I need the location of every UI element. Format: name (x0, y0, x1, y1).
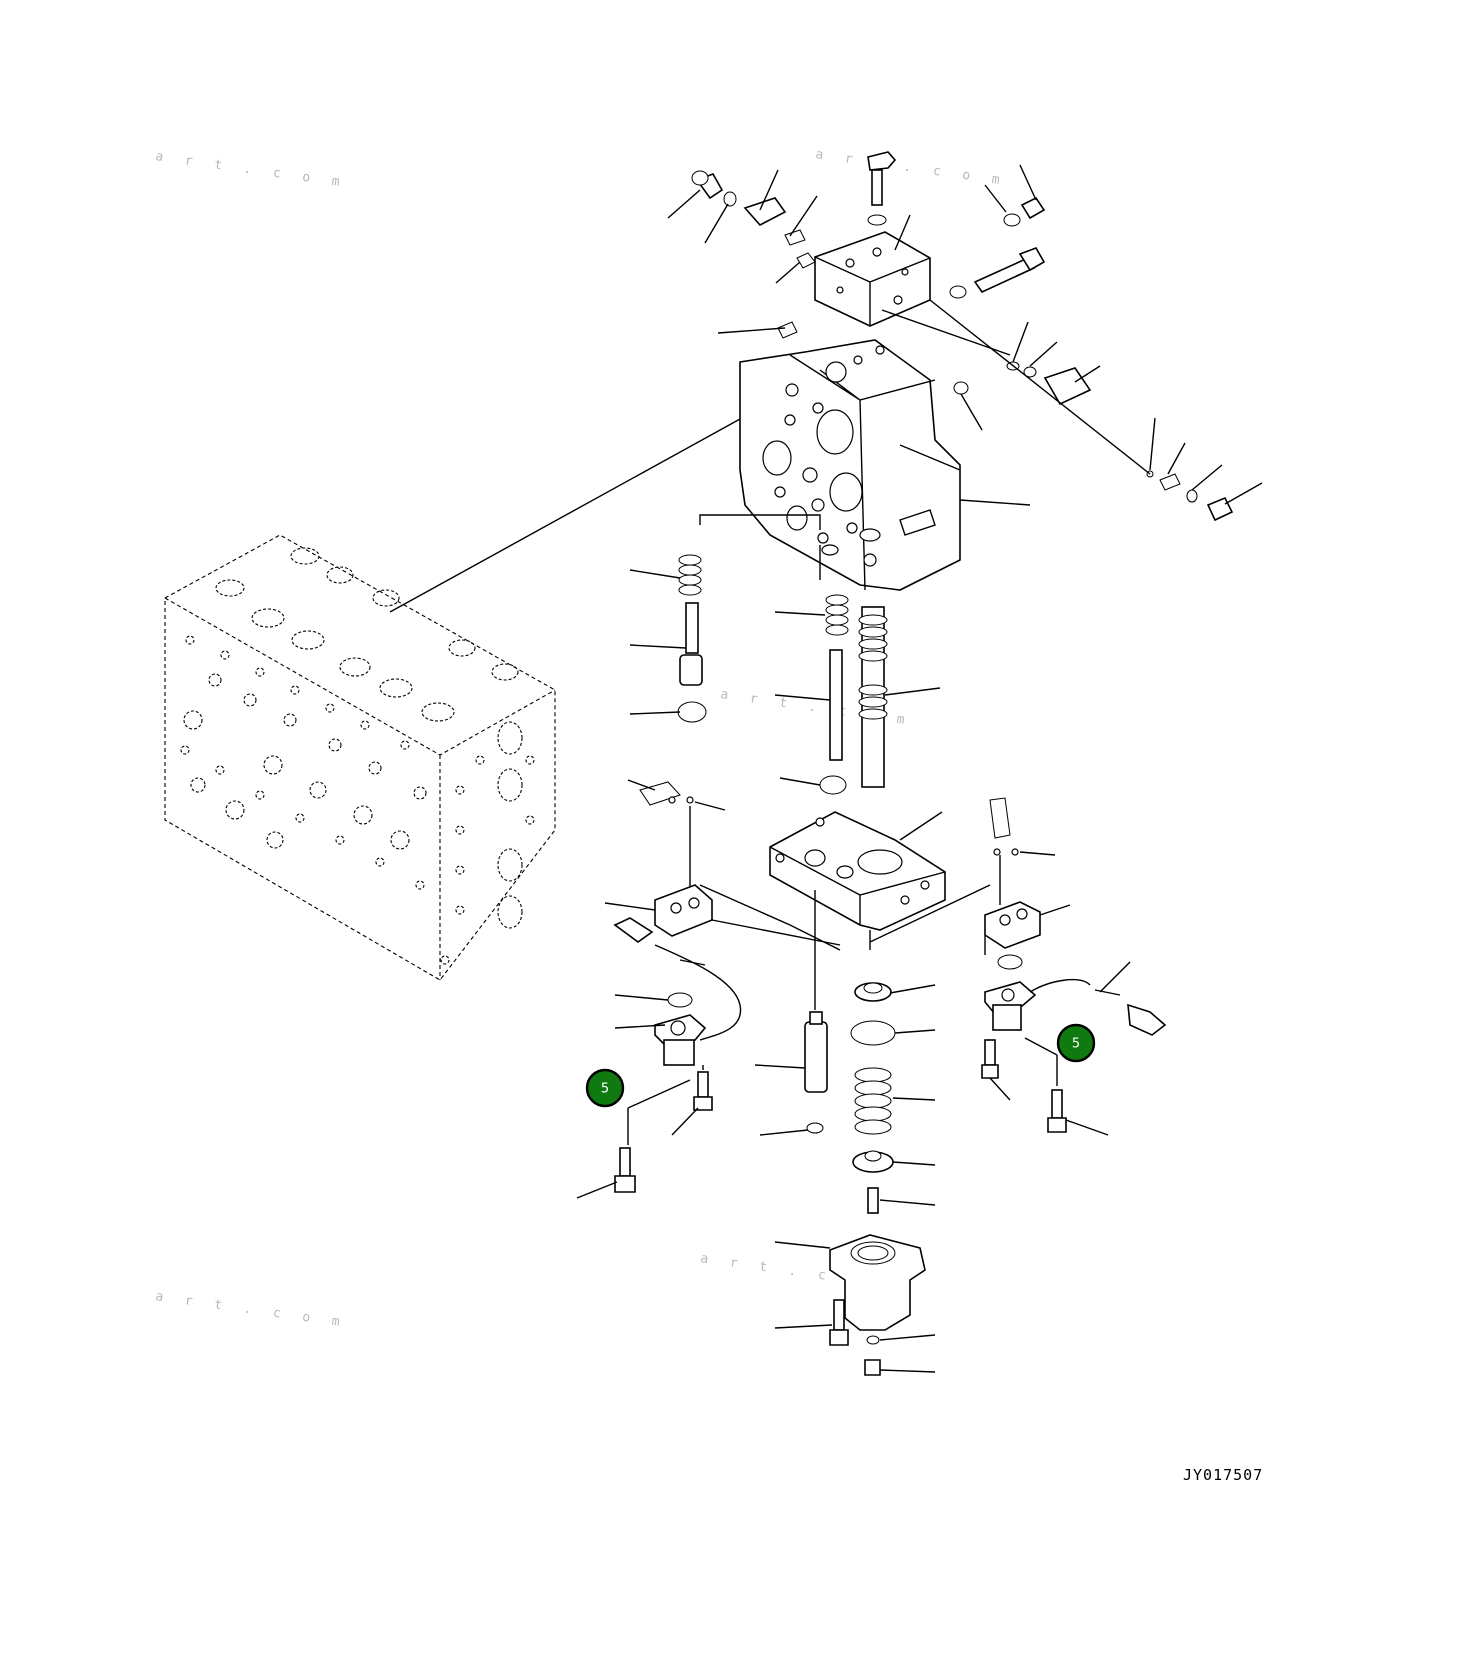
callout-5-left[interactable]: 5 (585, 1068, 625, 1108)
callout-label: 5 (601, 1082, 609, 1097)
drawing-code: JY017507 (1183, 1466, 1263, 1484)
callout-5-right[interactable]: 5 (1056, 1023, 1096, 1063)
spool-assembly (629, 514, 941, 795)
valve-section-body (739, 339, 1031, 591)
top-cap-assembly (667, 151, 1263, 522)
callout-label: 5 (1072, 1037, 1080, 1052)
watermark: a r t . c o m (154, 149, 347, 191)
left-solenoid-assembly (576, 779, 841, 1199)
right-solenoid-assembly (981, 797, 1167, 1136)
watermark: a r t . c o m (154, 1289, 347, 1331)
watermark: a r t . c o m (814, 147, 1007, 189)
lower-stack (754, 890, 936, 1376)
main-valve-block (164, 407, 761, 981)
end-cap-block (769, 811, 991, 950)
